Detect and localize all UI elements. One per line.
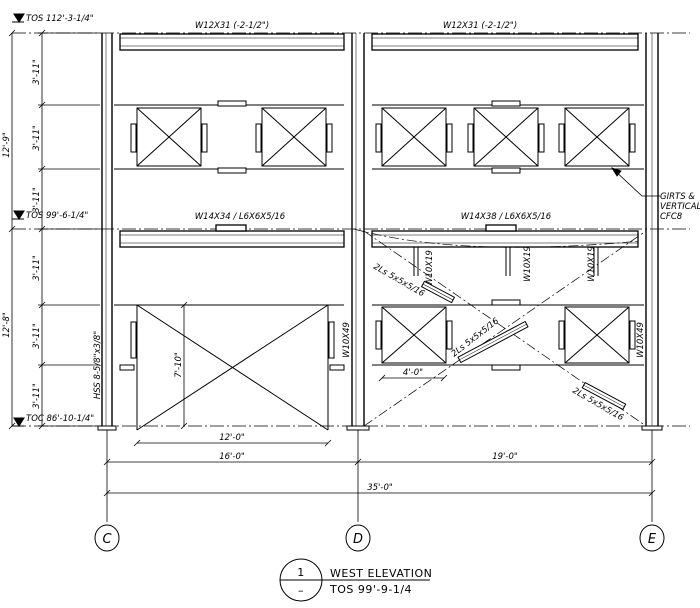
lower-panel-right-1 (381, 306, 447, 364)
spacing-dim-6: 3'-11" (32, 383, 42, 409)
column-c (101, 33, 113, 428)
angle-brace-2 (457, 320, 529, 364)
spacing-dim-3: 3'-11" (32, 187, 42, 213)
mid-beam-right-label: W14X38 / L6X6X5/16 (461, 212, 552, 222)
note-line-3: CFC8 (660, 212, 683, 222)
column-e-label: W10X49 (636, 322, 646, 358)
spacing-dim-5: 3'-11" (32, 323, 42, 349)
angle-brace-1 (420, 280, 456, 304)
upper-total-dim: 12'-9" (2, 132, 12, 158)
upper-panel-right-2 (473, 107, 539, 167)
sheet-number: – (298, 584, 304, 597)
column-d-label: W10X49 (342, 322, 352, 358)
hanger-2-label: W10X19 (523, 246, 533, 282)
elevation-marker-bottom (13, 417, 25, 427)
top-beam-left (119, 33, 345, 51)
bay-left-dim: 16'-0" (219, 452, 245, 462)
note-line-2: VERTICALS (660, 202, 700, 212)
hanger-3-label: W10X19 (587, 246, 597, 282)
view-title: WEST ELEVATION (330, 567, 432, 580)
elevation-marker-mid (13, 210, 25, 220)
grid-label-e: E (648, 532, 657, 547)
angle-brace-3 (581, 381, 627, 411)
bay-right-dim: 19'-0" (492, 452, 518, 462)
mid-beam-left-label: W14X34 / L6X6X5/16 (195, 212, 286, 222)
spacing-dim-2: 3'-11" (32, 125, 42, 151)
elevation-marker-top (13, 13, 25, 23)
opening-height-dim: 7'-10" (174, 352, 184, 378)
opening-width-dim: 12'-0" (219, 433, 245, 443)
top-beam-right (371, 33, 639, 51)
toc-bottom-label: TOC 86'-10-1/4" (26, 414, 94, 424)
small-offset-dim: 4'-0" (403, 368, 423, 378)
upper-panel-left-2 (261, 107, 327, 167)
top-beam-right-label: W12X31 (-2-1/2") (443, 21, 517, 31)
grid-bubble-c (94, 524, 120, 552)
spacing-dim-4: 3'-11" (32, 255, 42, 281)
mid-beam-right (371, 230, 639, 248)
top-beam-left-label: W12X31 (-2-1/2") (195, 21, 269, 31)
hss-label: HSS 8-5/8"x3/8" (93, 331, 103, 399)
note-line-1: GIRTS & (660, 192, 695, 202)
overall-dim: 35'-0" (367, 483, 393, 493)
grid-bubble-d (345, 524, 371, 552)
lower-opening (136, 304, 329, 431)
diagonal-brace-2 (363, 230, 647, 427)
hanger-1-label: W10X19 (425, 250, 435, 286)
grid-label-c: C (102, 532, 112, 547)
view-subtitle: TOS 99'-9-1/4 (329, 583, 412, 596)
tos-top-label: TOS 112'-3-1/4" (26, 14, 94, 24)
grid-label-d: D (353, 532, 363, 547)
lower-total-dim: 12'-8" (2, 312, 12, 338)
tos-mid-label: TOS 99'-6-1/4" (26, 211, 88, 221)
upper-panel-right-3 (564, 107, 630, 167)
grid-bubble-e (639, 524, 665, 552)
upper-panel-right-1 (381, 107, 447, 167)
upper-panel-left-1 (136, 107, 202, 167)
column-d (351, 33, 365, 428)
column-e (645, 33, 659, 428)
detail-number: 1 (297, 566, 305, 579)
lower-panel-right-3 (564, 306, 630, 364)
mid-beam-left (119, 230, 345, 248)
spacing-dim-1: 3'-11" (32, 59, 42, 85)
